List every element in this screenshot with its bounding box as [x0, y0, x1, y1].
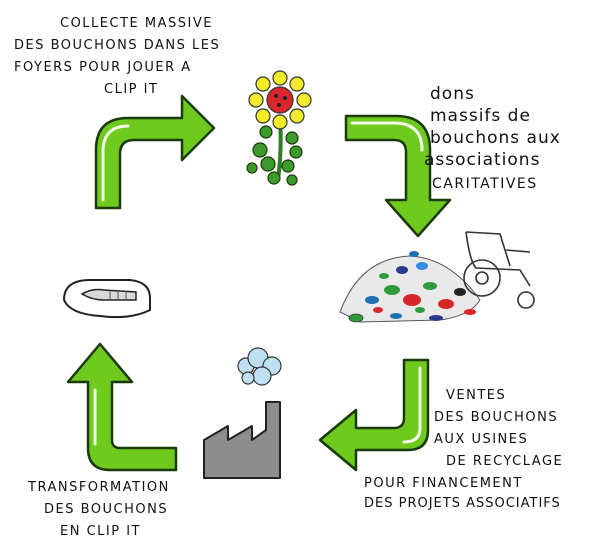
transform-line-2: des bouchons [44, 502, 169, 517]
sell-line-4: de recyclage [446, 454, 564, 469]
wheelchair-icon [463, 231, 535, 309]
arrow-donations-to-factory [318, 358, 430, 472]
smoke-cloud [237, 347, 282, 386]
factory-icon [203, 347, 282, 479]
arrow-factory-to-clip [66, 342, 178, 472]
donate-line-4: associations [424, 150, 541, 170]
sell-line-2: des bouchons [434, 410, 559, 425]
arrow-collect-to-flower [94, 94, 216, 210]
collect-line-1: collecte massive [60, 16, 213, 31]
sell-line-1: ventes [446, 388, 507, 403]
sell-line-3: aux usines [434, 432, 529, 447]
donate-line-5: caritatives [432, 176, 538, 192]
collect-line-3: foyers pour jouer a [14, 60, 192, 75]
transform-line-1: transformation [28, 480, 170, 495]
donate-line-2: massifs de [430, 106, 531, 126]
sell-line-6: des projets associatifs [364, 496, 561, 511]
donate-line-1: dons [430, 84, 475, 104]
transform-line-3: en clip it [60, 524, 141, 539]
donate-line-3: bouchons aux [430, 128, 561, 148]
sell-line-5: pour financement [364, 476, 523, 491]
bottle-cap-pile-icon [339, 251, 481, 323]
collect-line-4: clip it [104, 82, 159, 97]
clip-it-icon [63, 279, 151, 319]
flower-icon [246, 70, 312, 186]
arrow-flower-to-donations [344, 114, 452, 238]
collect-line-2: des bouchons dans les [14, 38, 221, 53]
